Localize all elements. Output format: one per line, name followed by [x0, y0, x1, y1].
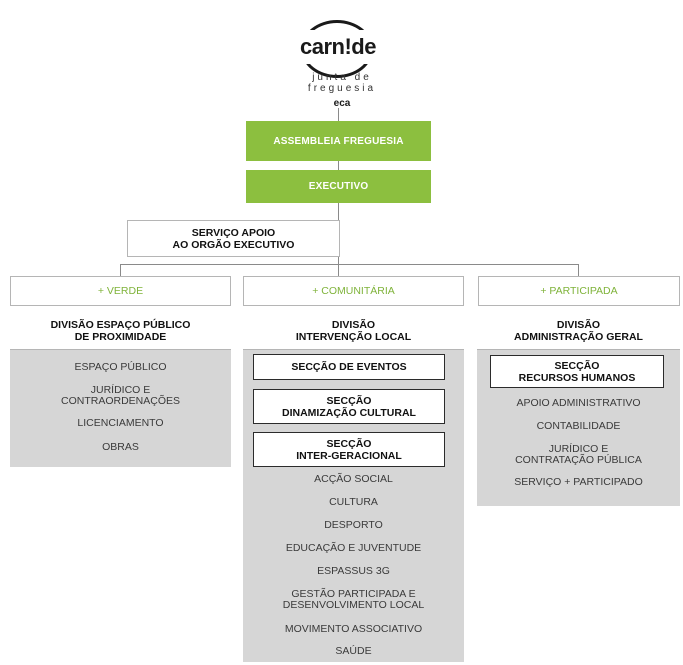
- division-intervencao-local-title: DIVISÃO INTERVENÇÃO LOCAL: [295, 318, 412, 343]
- section-inter-geracional-label: SECÇÃO INTER-GERACIONAL: [296, 437, 402, 462]
- executivo-box: EXECUTIVO: [246, 170, 431, 203]
- section-dinamizacao-cultural-label: SECÇÃO DINAMIZAÇÃO CULTURAL: [282, 394, 416, 419]
- division-espaco-publico-title-box: DIVISÃO ESPAÇO PÚBLICO DE PROXIMIDADE: [10, 312, 231, 350]
- assembleia-freguesia-box: ASSEMBLEIA FREGUESIA: [246, 121, 431, 161]
- section-recursos-humanos-box: SECÇÃO RECURSOS HUMANOS: [490, 355, 664, 388]
- middle-item: GESTÃO PARTICIPADA E DESENVOLVIMENTO LOC…: [282, 588, 425, 611]
- section-dinamizacao-cultural-box: SECÇÃO DINAMIZAÇÃO CULTURAL: [253, 389, 445, 424]
- left-item: LICENCIAMENTO: [77, 417, 164, 429]
- branch-comunitaria-box: + COMUNITÁRIA: [243, 276, 464, 306]
- branch-verde-box: + VERDE: [10, 276, 231, 306]
- division-administracao-geral-title-box: DIVISÃO ADMINISTRAÇÃO GERAL: [477, 312, 680, 350]
- svg-text:eca: eca: [334, 98, 351, 109]
- section-eventos-box: SECÇÃO DE EVENTOS: [253, 354, 445, 380]
- left-item: OBRAS: [102, 441, 139, 453]
- middle-item: ESPASSUS 3G: [317, 565, 390, 577]
- division-administracao-geral-title: DIVISÃO ADMINISTRAÇÃO GERAL: [514, 318, 643, 343]
- left-item: JURÍDICO E CONTRAORDENAÇÕES: [60, 384, 180, 407]
- logo-subtitle: junta de freguesia: [307, 72, 377, 94]
- branch-comunitaria-label: + COMUNITÁRIA: [312, 285, 395, 297]
- connector-participada: [578, 264, 579, 276]
- connector-logo-assembleia: [338, 108, 339, 121]
- logo-wordmark: carn!de: [300, 30, 395, 64]
- right-item: CONTABILIDADE: [536, 420, 621, 432]
- connector-verde: [120, 264, 121, 276]
- logo-mark-icon: eca: [320, 96, 364, 109]
- connector-assembleia-executivo: [338, 161, 339, 170]
- branch-participada-box: + PARTICIPADA: [478, 276, 680, 306]
- division-espaco-publico-title: DIVISÃO ESPAÇO PÚBLICO DE PROXIMIDADE: [50, 318, 191, 343]
- servico-apoio-label: SERVIÇO APOIO AO ORGÃO EXECUTIVO: [172, 226, 295, 251]
- connector-branches-horizontal: [120, 264, 578, 265]
- section-inter-geracional-box: SECÇÃO INTER-GERACIONAL: [253, 432, 445, 467]
- section-recursos-humanos-label: SECÇÃO RECURSOS HUMANOS: [518, 359, 636, 384]
- left-item: ESPAÇO PÚBLICO: [74, 361, 167, 373]
- right-item: SERVIÇO + PARTICIPADO: [514, 476, 643, 488]
- middle-item: DESPORTO: [324, 519, 383, 531]
- middle-item: SAÚDE: [335, 645, 372, 657]
- branch-participada-label: + PARTICIPADA: [540, 285, 618, 297]
- middle-item: EDUCAÇÃO E JUVENTUDE: [285, 542, 422, 554]
- branch-verde-label: + VERDE: [97, 285, 144, 297]
- division-intervencao-local-title-box: DIVISÃO INTERVENÇÃO LOCAL: [243, 312, 464, 350]
- middle-item: MOVIMENTO ASSOCIATIVO: [284, 623, 423, 635]
- middle-item: ACÇÃO SOCIAL: [314, 473, 393, 485]
- right-item: JURÍDICO E CONTRATAÇÃO PÚBLICA: [515, 443, 642, 466]
- right-item: APOIO ADMINISTRATIVO: [516, 397, 641, 409]
- middle-item: CULTURA: [329, 496, 378, 508]
- section-eventos-label: SECÇÃO DE EVENTOS: [291, 361, 407, 373]
- servico-apoio-box: SERVIÇO APOIO AO ORGÃO EXECUTIVO: [127, 220, 340, 257]
